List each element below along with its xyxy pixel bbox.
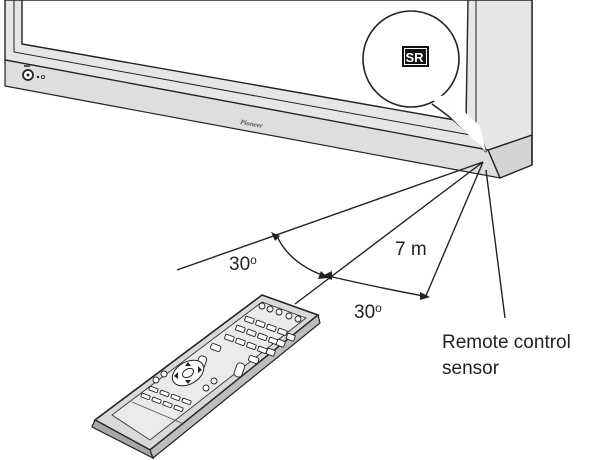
- arc-right-arrow-left: [322, 271, 332, 280]
- distance-value: 7 m: [395, 239, 427, 260]
- angle-value-left: 30: [229, 254, 251, 275]
- power-button: [22, 65, 34, 81]
- plasma-display: [4, 0, 533, 179]
- beam-line-right: [424, 161, 484, 299]
- distance-label: 7 m: [395, 240, 427, 259]
- angle-value-right: 30: [354, 302, 376, 323]
- arc-left-arrow-top: [271, 232, 280, 241]
- sensor-label-line2: sensor: [442, 358, 500, 379]
- remote-control: [91, 294, 321, 460]
- angle-label-right: 30o: [354, 302, 382, 322]
- beam-line-left: [176, 161, 484, 271]
- beam-line-center: [294, 161, 484, 305]
- svg-text:SR: SR: [406, 50, 425, 65]
- standby-indicator-icon: [36, 75, 46, 80]
- sensor-label-line1: Remote control: [442, 332, 571, 353]
- sensor-label: Remote control sensor: [442, 330, 571, 382]
- sensor-leader-line: [485, 169, 506, 319]
- angle-arc-right: [327, 275, 425, 297]
- remote-dpad-icon: [171, 359, 205, 387]
- degree-mark-left: o: [250, 253, 257, 267]
- beam-lines: [176, 161, 506, 319]
- arc-right-arrow-right: [420, 292, 430, 300]
- brand-logo: Pioneer: [240, 118, 264, 130]
- angle-label-left: 30o: [229, 254, 257, 274]
- sr-sensor-logo-icon: SR: [402, 46, 429, 67]
- degree-mark-right: o: [375, 301, 382, 315]
- angle-arc-left: [275, 233, 323, 276]
